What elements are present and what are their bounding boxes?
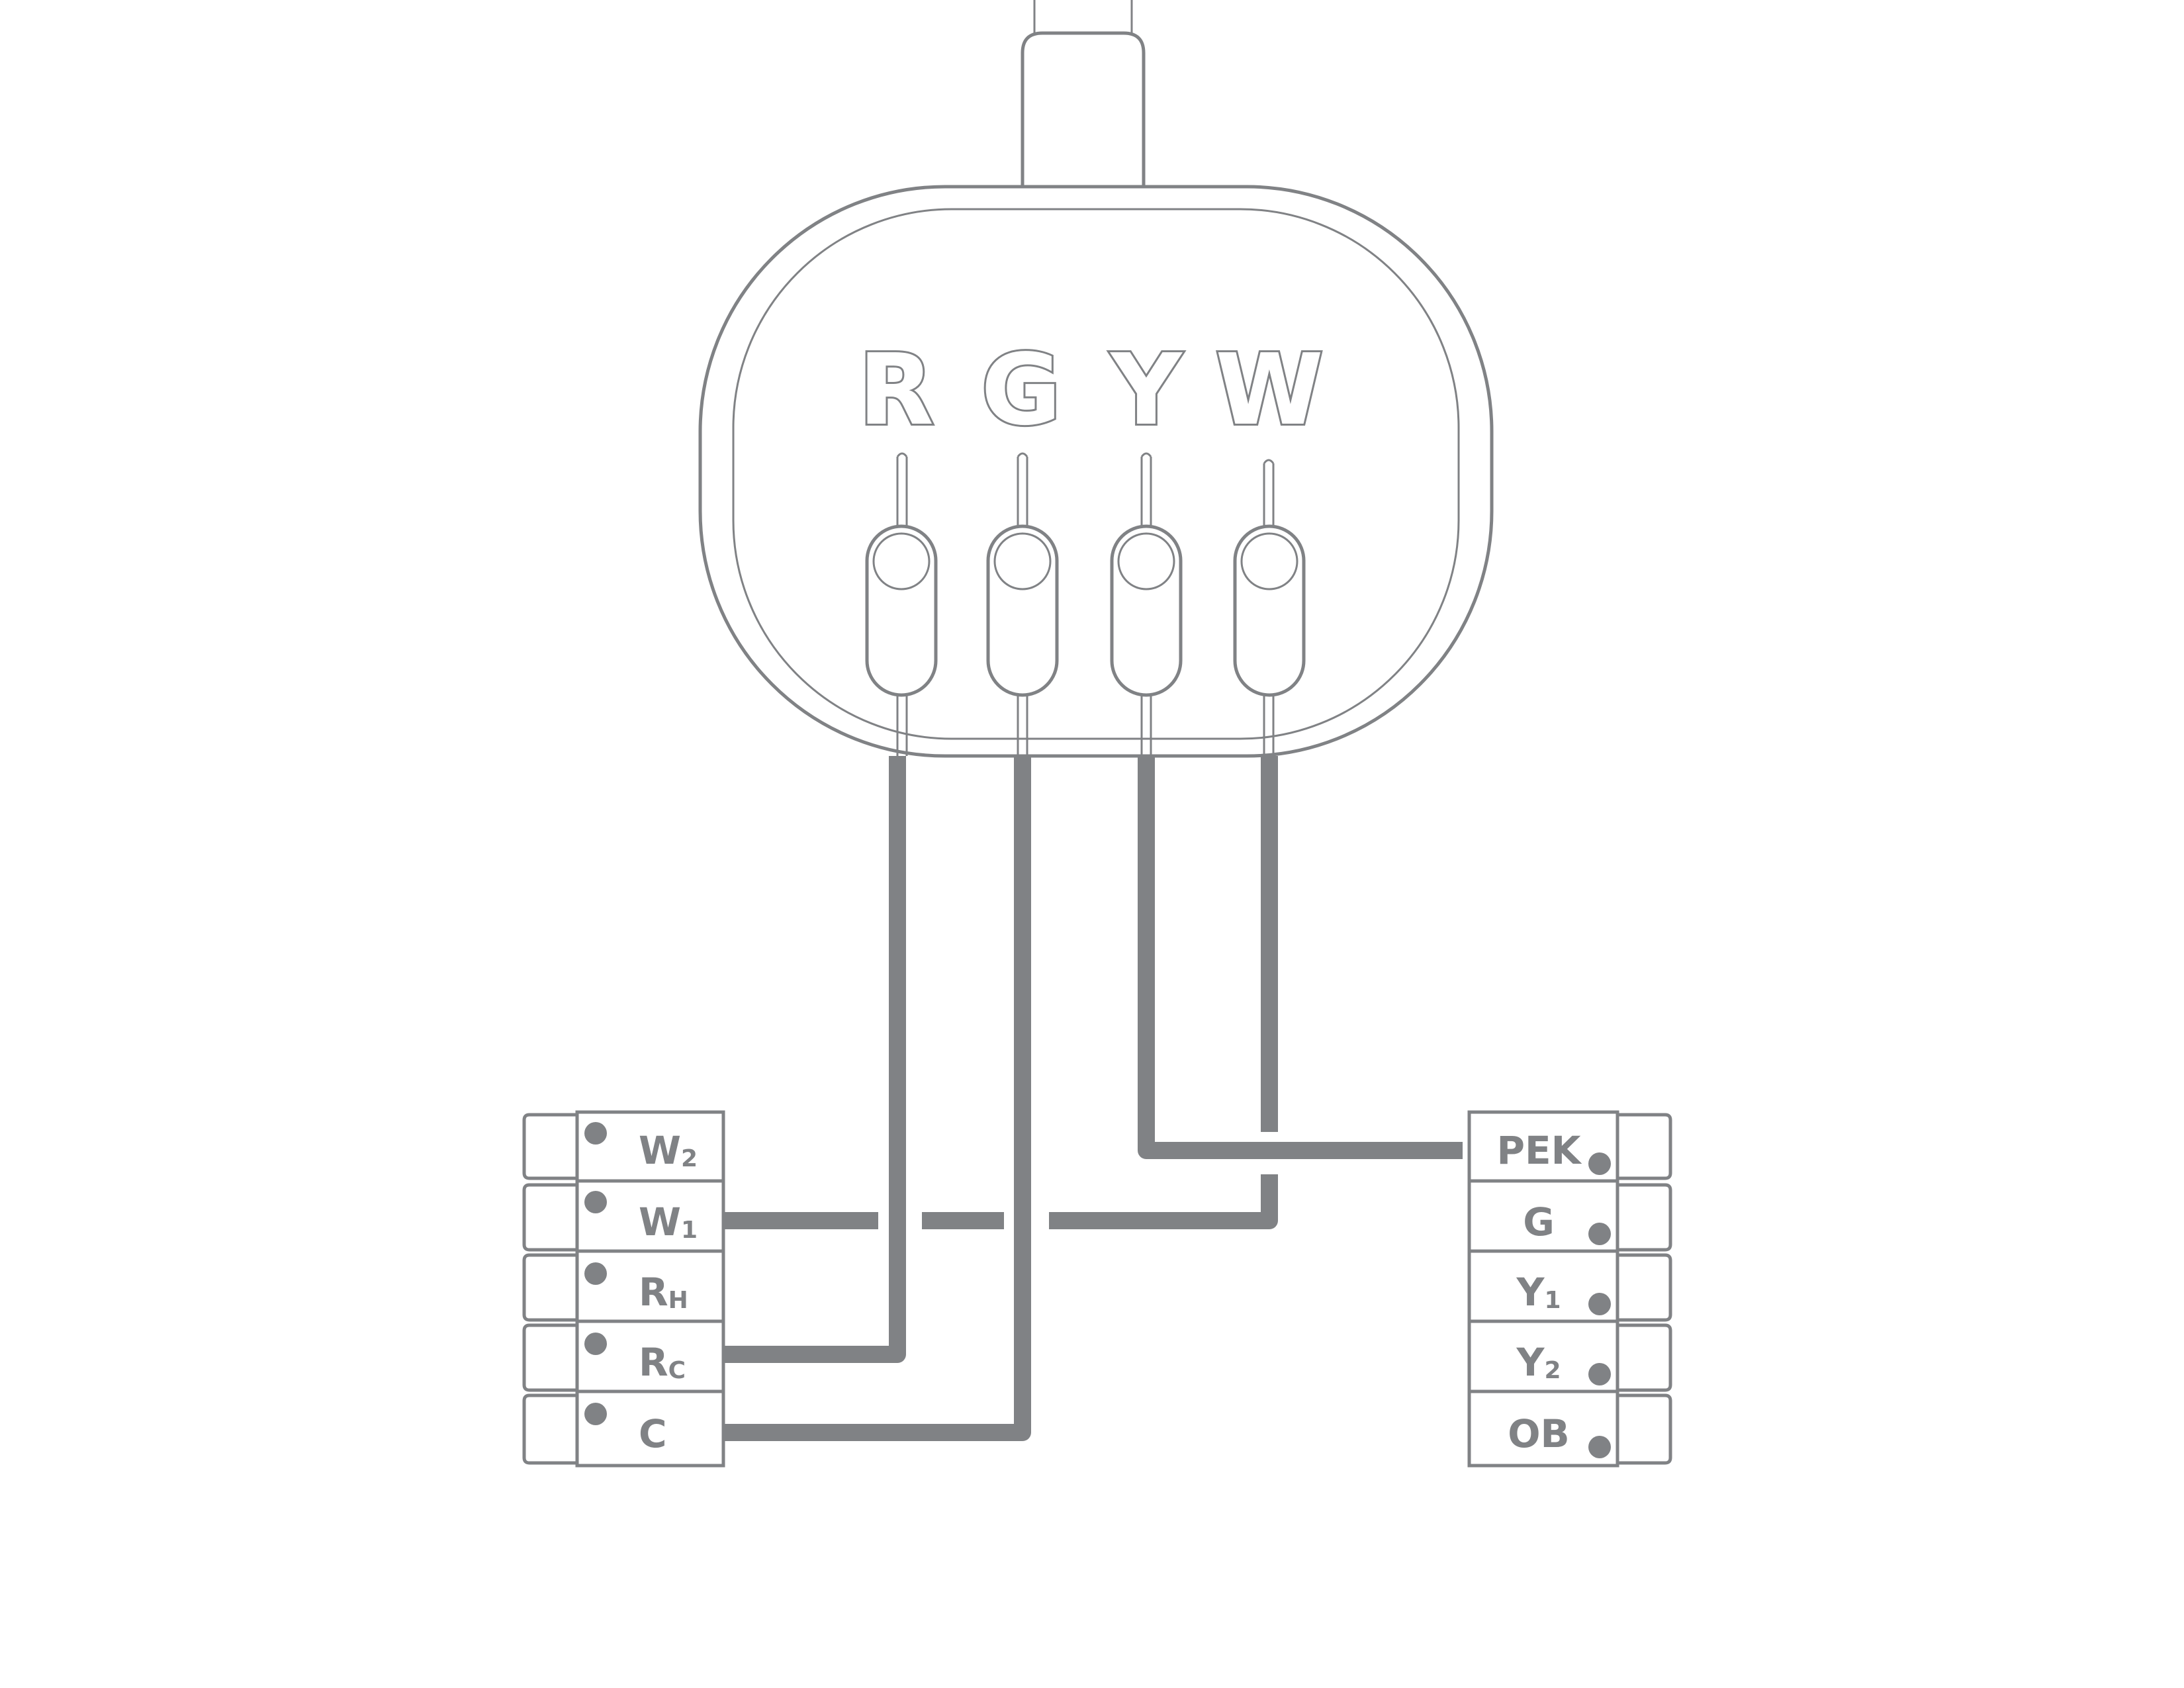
adapter-letter-w: W bbox=[1215, 333, 1323, 447]
left-terminal-rh-sub: H bbox=[668, 1287, 688, 1314]
right-terminal-y2: Y2 bbox=[1467, 1319, 1672, 1393]
svg-text:Y1: Y1 bbox=[1516, 1270, 1561, 1315]
right-terminal-y1-label: Y bbox=[1516, 1270, 1545, 1315]
right-terminal-y2-sub: 2 bbox=[1544, 1357, 1561, 1384]
wire-g-to-c bbox=[723, 756, 1031, 1441]
left-terminal-c: C bbox=[522, 1389, 725, 1468]
thermostat-adapter bbox=[698, 185, 1494, 758]
wire-w-segment-bottom bbox=[1049, 1174, 1278, 1229]
left-terminal-w2: W2 bbox=[522, 1110, 725, 1183]
svg-text:OB: OB bbox=[1508, 1411, 1570, 1456]
adapter-letters: R G Y W bbox=[856, 331, 1326, 449]
svg-text:C: C bbox=[639, 1411, 667, 1456]
right-terminal-ob-label: OB bbox=[1508, 1411, 1570, 1456]
right-terminal-pek: PEK bbox=[1467, 1110, 1672, 1183]
svg-text:W2: W2 bbox=[639, 1128, 698, 1173]
left-terminal-w2-label: W bbox=[639, 1128, 681, 1173]
adapter-cable bbox=[1021, 0, 1146, 189]
right-terminal-g-label: G bbox=[1523, 1199, 1555, 1244]
left-terminal-rc-label: R bbox=[639, 1340, 668, 1385]
adapter-letter-r: R bbox=[858, 333, 934, 447]
socket-w bbox=[1233, 459, 1306, 756]
left-terminal-w1-sub: 1 bbox=[681, 1217, 698, 1244]
svg-text:PEK: PEK bbox=[1496, 1128, 1582, 1173]
wires bbox=[723, 756, 1463, 1441]
left-terminal-block: W2 W1 RH RC C bbox=[522, 1110, 725, 1468]
left-terminal-c-label: C bbox=[639, 1411, 667, 1456]
adapter-letter-g: G bbox=[981, 333, 1061, 447]
left-terminal-rh: RH bbox=[522, 1249, 725, 1323]
wire-r-to-rc-outer bbox=[723, 756, 907, 1364]
right-terminal-pek-label: PEK bbox=[1496, 1128, 1582, 1173]
left-terminal-w2-sub: 2 bbox=[681, 1145, 698, 1172]
left-terminal-rh-label: R bbox=[639, 1270, 668, 1315]
svg-text:G: G bbox=[1523, 1199, 1555, 1244]
right-terminal-ob: OB bbox=[1467, 1389, 1672, 1468]
socket-r bbox=[865, 452, 938, 756]
svg-text:Y2: Y2 bbox=[1516, 1340, 1561, 1385]
right-terminal-block: PEK G Y1 Y2 OB bbox=[1467, 1110, 1672, 1468]
right-terminal-y1-sub: 1 bbox=[1544, 1287, 1561, 1314]
left-terminal-w1-label: W bbox=[639, 1199, 681, 1244]
adapter-sockets bbox=[865, 452, 1306, 756]
svg-text:W1: W1 bbox=[639, 1199, 698, 1244]
right-terminal-y2-label: Y bbox=[1516, 1340, 1545, 1385]
right-terminal-y1: Y1 bbox=[1467, 1249, 1672, 1323]
right-terminal-g: G bbox=[1467, 1179, 1672, 1253]
adapter-letter-y: Y bbox=[1109, 333, 1183, 447]
svg-text:RC: RC bbox=[639, 1340, 686, 1385]
wire-y-to-pek bbox=[1138, 756, 1463, 1159]
wire-r-to-rc bbox=[723, 756, 906, 1363]
svg-text:RH: RH bbox=[639, 1270, 688, 1315]
left-terminal-rc: RC bbox=[522, 1319, 725, 1393]
left-terminal-rc-sub: C bbox=[668, 1357, 686, 1384]
socket-g bbox=[986, 452, 1059, 756]
left-terminal-w1: W1 bbox=[522, 1179, 725, 1253]
socket-y bbox=[1110, 452, 1183, 756]
